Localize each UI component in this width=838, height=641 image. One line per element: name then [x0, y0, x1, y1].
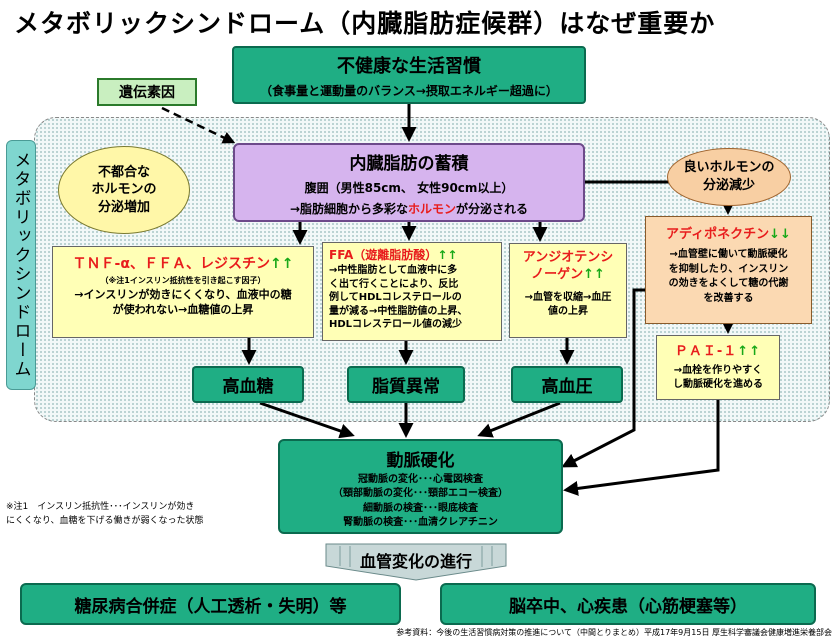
- pai1-box: ＰＡＩ-１↑↑ →血栓を作りやすくし動脈硬化を進める: [656, 335, 780, 400]
- good-hormone-bubble: 良いホルモンの分泌減少: [667, 148, 791, 206]
- waist-criteria: 腹囲（男性85cm、 女性90cm以上）: [304, 180, 514, 195]
- bad-hormone-bubble: 不都合なホルモンの分泌増加: [58, 146, 190, 234]
- progress-label: 血管変化の進行: [359, 552, 472, 571]
- visceral-fat-box: 内臓脂肪の蓄積 腹囲（男性85cm、 女性90cm以上） →脂肪細胞から多彩なホ…: [233, 143, 585, 222]
- hypertension-box: 高血圧: [511, 366, 623, 403]
- angiotensinogen-box: アンジオテンシノーゲン↑↑ →血管を収縮→血圧値の上昇: [509, 243, 627, 338]
- lifestyle-box: 不健康な生活習慣 （食事量と運動量のバランス→摂取エネルギー超過に）: [232, 46, 586, 104]
- diabetes-complications-box: 糖尿病合併症（人工透析・失明）等: [20, 583, 401, 625]
- page-title: メタボリックシンドローム（内臓脂肪症候群）はなぜ重要か: [14, 9, 716, 38]
- ffa-box: FFA（遊離脂肪酸）↑↑ →中性脂肪として血液中に多く出て行くことにより、反比例…: [322, 242, 502, 341]
- tnf-body: →インスリンが効きにくくなり、血液中の糖が使われない→血糖値の上昇: [74, 288, 292, 316]
- lifestyle-subtitle: （食事量と運動量のバランス→摂取エネルギー超過に）: [260, 83, 558, 98]
- lifestyle-title: 不健康な生活習慣: [337, 55, 481, 77]
- ffa-title: FFA（遊離脂肪酸）↑↑: [329, 248, 458, 262]
- angiotensinogen-body: →血管を収縮→血圧値の上昇: [524, 291, 612, 317]
- atherosclerosis-title: 動脈硬化: [386, 450, 455, 471]
- hyperglycemia-box: 高血糖: [192, 366, 304, 403]
- visceral-fat-title: 内臓脂肪の蓄積: [349, 153, 469, 174]
- adiponectin-box: アディポネクチン↓↓ →血管壁に働いて動脈硬化を抑制したり、インスリンの効きをよ…: [645, 216, 812, 324]
- source-citation: 参考資料：今後の生活習慣病対策の推進について（中間とりまとめ）平成17年9月15…: [396, 628, 832, 637]
- adiponectin-title: アディポネクチン↓↓: [666, 227, 791, 242]
- genetic-factor-box: 遺伝素因: [97, 78, 197, 106]
- tnf-note: （※注1インスリン抵抗性を引き起こす因子）: [100, 276, 266, 285]
- pai1-title: ＰＡＩ-１↑↑: [674, 344, 762, 359]
- atherosclerosis-tests: 冠動脈の変化･･･心電図検査（頸部動脈の変化･･･頸部エコー検査）細動脈の検査･…: [333, 473, 508, 529]
- pai1-body: →血栓を作りやすくし動脈硬化を進める: [673, 365, 763, 390]
- hormone-secretion: →脂肪細胞から多彩なホルモンが分泌される: [289, 201, 529, 216]
- stroke-heart-disease-box: 脳卒中、心疾患（心筋梗塞等）: [440, 583, 816, 625]
- adiponectin-body: →血管壁に働いて動脈硬化を抑制したり、インスリンの効きをよくして糖の代謝を改善す…: [668, 249, 789, 304]
- dyslipidemia-box: 脂質異常: [347, 366, 465, 403]
- angiotensinogen-title: アンジオテンシノーゲン↑↑: [522, 250, 614, 282]
- tnf-title: ＴＮＦ-α、ＦＦＡ、レジスチン↑↑: [72, 256, 294, 272]
- tnf-box: ＴＮＦ-α、ＦＦＡ、レジスチン↑↑ （※注1インスリン抵抗性を引き起こす因子） …: [52, 246, 314, 338]
- footnote: ※注1 インスリン抵抗性･･･インスリンが効きにくくなり、血糖を下げる働きが弱く…: [6, 502, 204, 527]
- atherosclerosis-box: 動脈硬化 冠動脈の変化･･･心電図検査（頸部動脈の変化･･･頸部エコー検査）細動…: [278, 439, 563, 534]
- ffa-body: →中性脂肪として血液中に多く出て行くことにより、反比例してHDLコレステロールの…: [329, 265, 468, 330]
- metabolic-syndrome-label: メタボリックシンドローム: [6, 140, 36, 390]
